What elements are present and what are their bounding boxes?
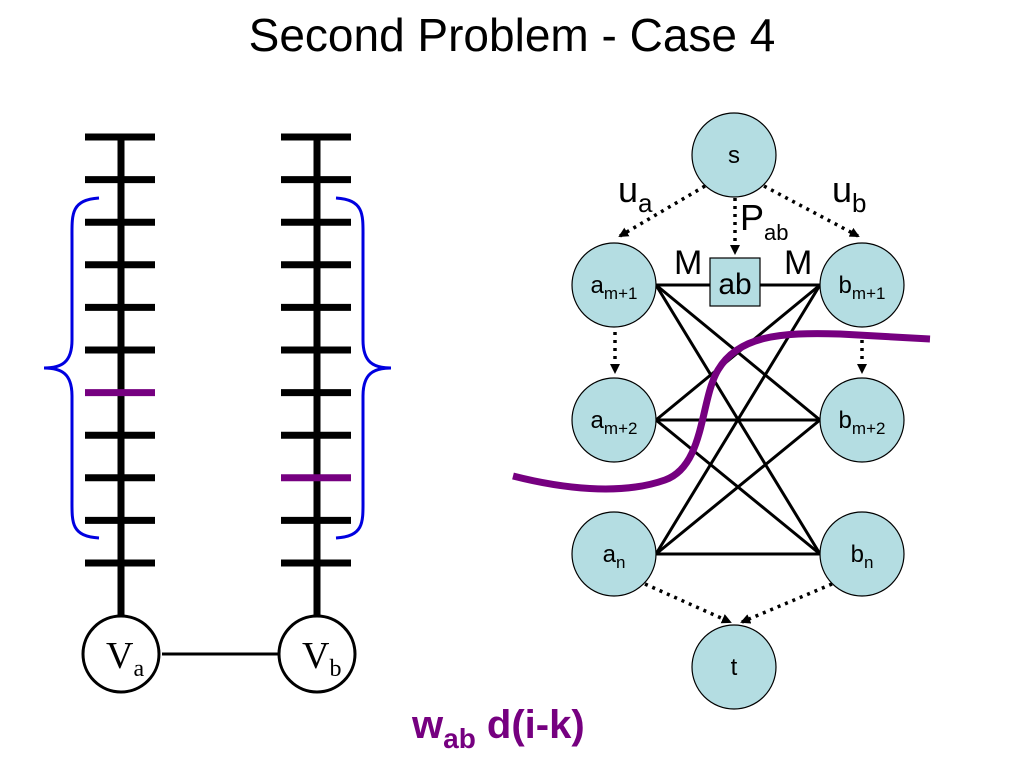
ladder-b bbox=[281, 133, 351, 616]
node-s[interactable]: s bbox=[691, 112, 777, 198]
right-brace bbox=[335, 196, 392, 540]
node-va-label: Va bbox=[106, 635, 144, 682]
node-va[interactable]: Va bbox=[81, 614, 161, 694]
label-ub: ub bbox=[832, 169, 867, 218]
node-vb[interactable]: Vb bbox=[277, 614, 357, 694]
node-bn[interactable]: bn bbox=[819, 511, 905, 597]
node-bm1-label: bm+1 bbox=[839, 272, 886, 303]
node-am1[interactable]: am+1 bbox=[571, 242, 657, 328]
node-bm2-label: bm+2 bbox=[839, 407, 886, 438]
node-vb-label: Vb bbox=[302, 635, 341, 682]
ab-box-label: ab bbox=[718, 268, 751, 301]
node-t-label: t bbox=[731, 654, 738, 681]
node-bn-label: bn bbox=[851, 541, 874, 572]
node-am2[interactable]: am+2 bbox=[571, 377, 657, 463]
left-brace bbox=[43, 196, 100, 540]
label-m-right: M bbox=[784, 244, 812, 282]
node-t[interactable]: t bbox=[691, 624, 777, 710]
ladder-a bbox=[85, 133, 155, 616]
edge-an-bm2 bbox=[655, 418, 821, 556]
node-s-label: s bbox=[728, 142, 740, 169]
edge-s-bm1 bbox=[763, 184, 860, 238]
node-am2-label: am+2 bbox=[591, 407, 638, 438]
ab-box[interactable]: ab bbox=[709, 257, 761, 307]
cut-curve bbox=[512, 330, 931, 493]
slide-title: Second Problem - Case 4 bbox=[248, 9, 776, 61]
label-pab: Pab bbox=[740, 197, 789, 245]
bipartite-edges bbox=[654, 283, 822, 556]
edge-an-t bbox=[644, 582, 732, 624]
edge-an-bm1 bbox=[654, 284, 822, 555]
edge-bn-t bbox=[740, 582, 833, 624]
node-am1-label: am+1 bbox=[591, 272, 638, 303]
edge-s-am1 bbox=[618, 184, 706, 238]
label-ua: ua bbox=[618, 169, 653, 218]
node-an-label: an bbox=[603, 541, 626, 572]
node-bm2[interactable]: bm+2 bbox=[819, 377, 905, 463]
label-m-left: M bbox=[674, 244, 702, 282]
node-bm1[interactable]: bm+1 bbox=[819, 242, 905, 328]
formula: wab d(i-k) bbox=[411, 703, 585, 754]
node-an[interactable]: an bbox=[571, 511, 657, 597]
